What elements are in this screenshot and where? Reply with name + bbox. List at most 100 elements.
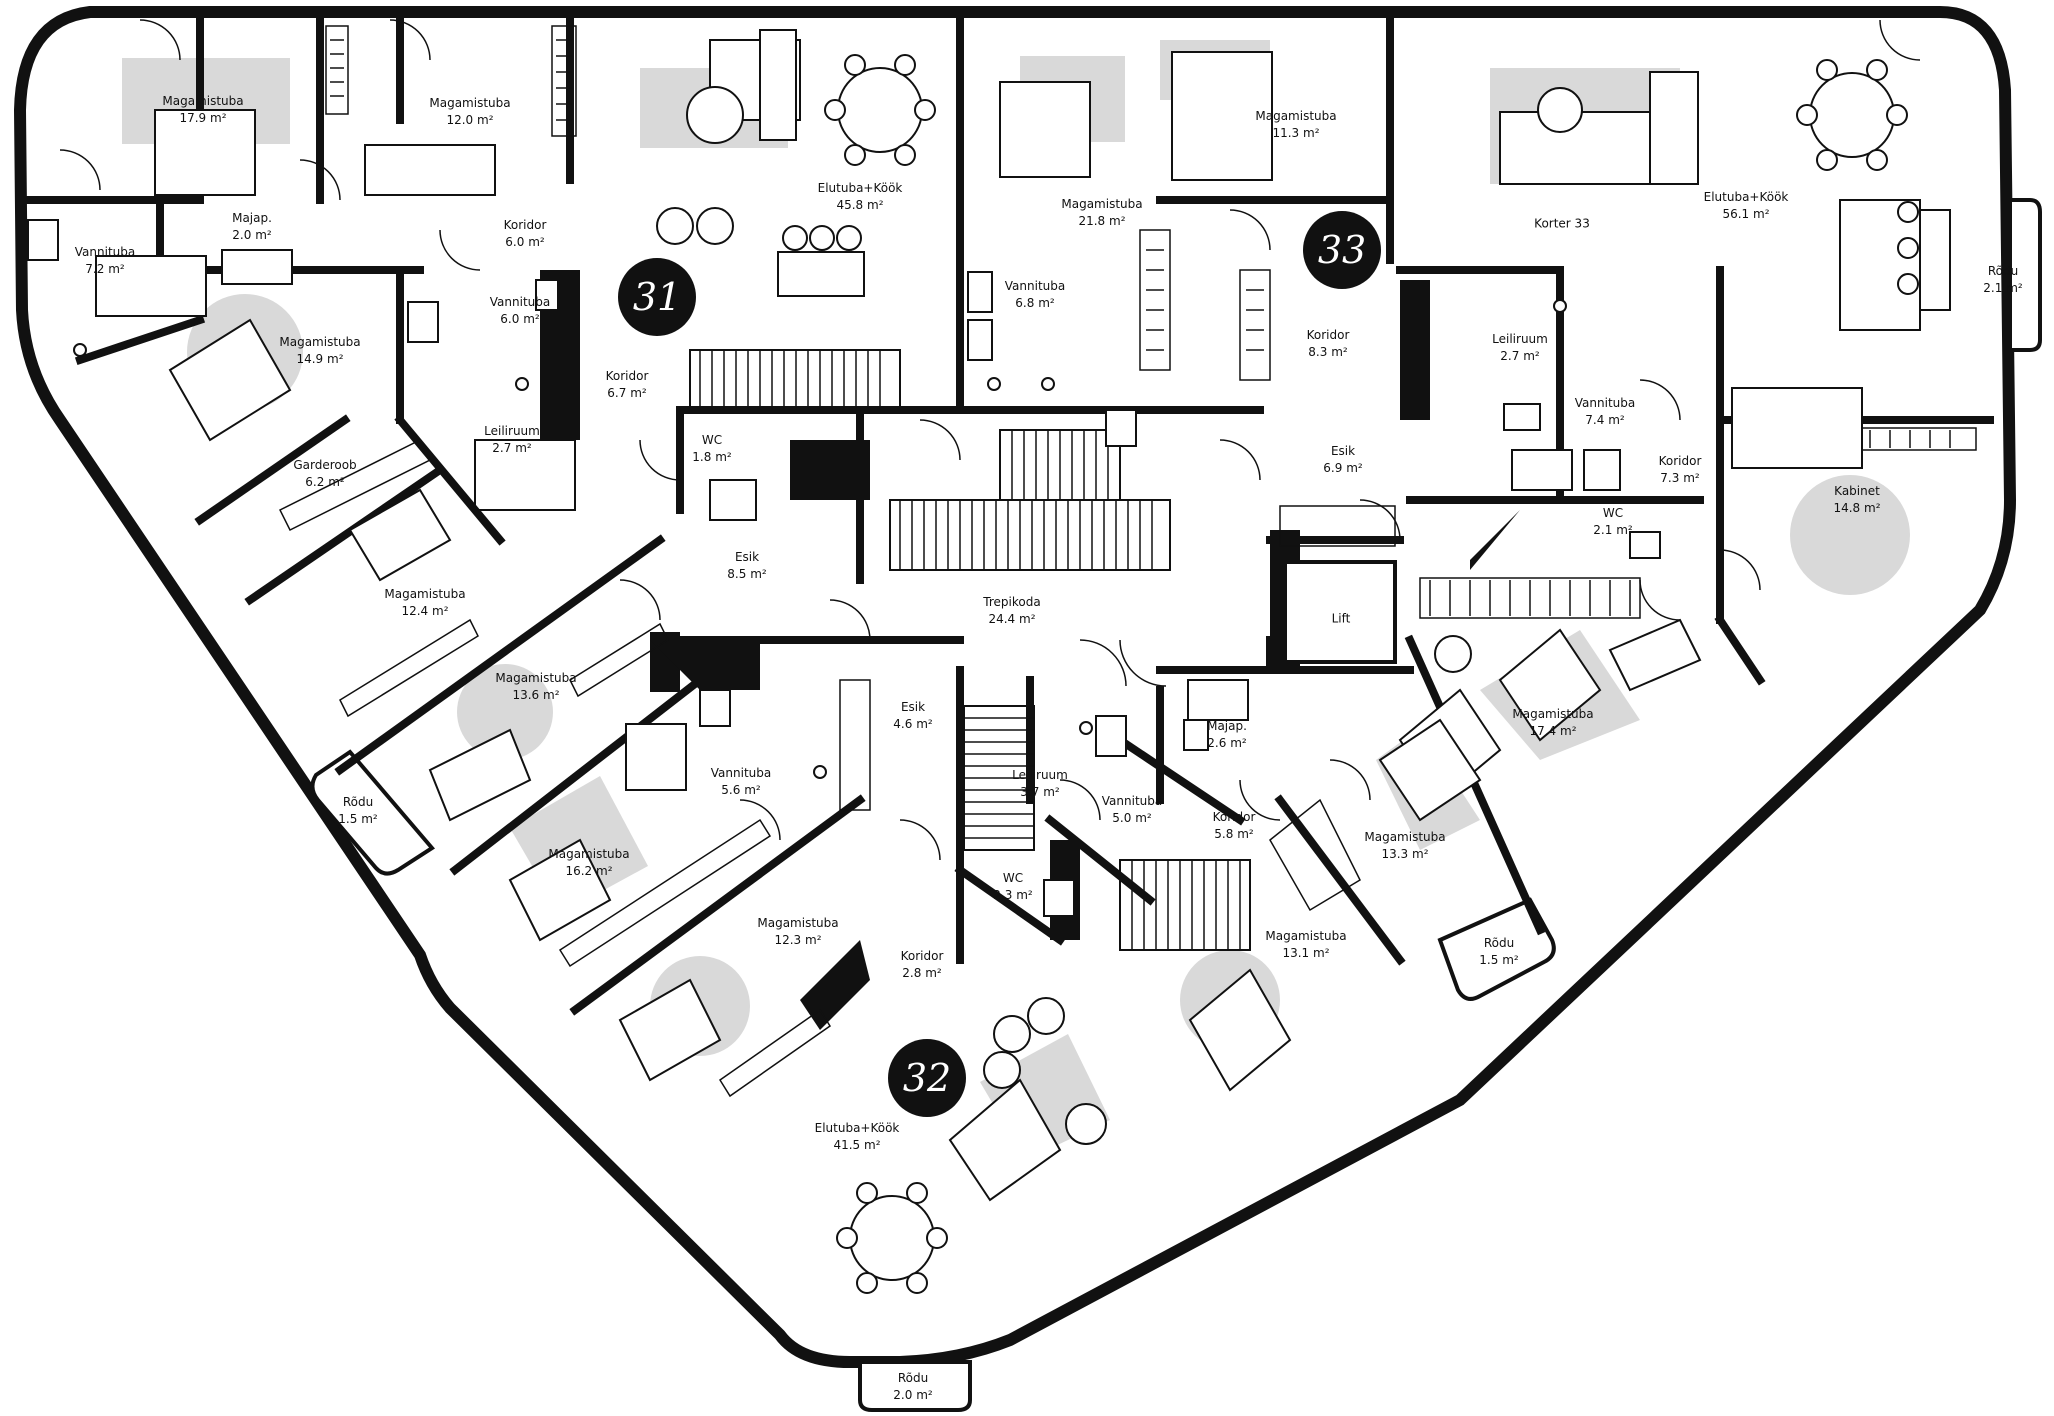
room-name: Magamistuba: [384, 587, 466, 601]
room-area: 14.9 m²: [296, 352, 344, 366]
room-area: 13.1 m²: [1282, 946, 1330, 960]
room-area: 17.9 m²: [179, 111, 227, 125]
room-name: Leiliruum: [1012, 768, 1068, 782]
room-area: 24.4 m²: [988, 612, 1036, 626]
room-area: 2.0 m²: [232, 228, 272, 242]
room-name: Magamistuba: [1364, 830, 1446, 844]
room-name: Kabinet: [1834, 484, 1880, 498]
room-name: Rõdu: [1483, 936, 1515, 950]
room-name: Elutuba+Köök: [817, 181, 903, 195]
room-area: 14.8 m²: [1833, 501, 1881, 515]
room-label-r32: Rõdu 1.5 m²: [1479, 935, 1518, 969]
apartment-31-badge: 31: [618, 258, 696, 336]
room-area: 13.6 m²: [512, 688, 560, 702]
room-label-r10: Leiliruum 2.7 m²: [484, 423, 540, 457]
room-area: 6.9 m²: [1323, 461, 1363, 475]
room-name: Koridor: [1212, 810, 1256, 824]
room-area: 7.4 m²: [1585, 413, 1625, 427]
room-area: 2.1 m²: [1983, 281, 2023, 295]
room-area: 6.8 m²: [1015, 296, 1055, 310]
room-area: 1.8 m²: [692, 450, 732, 464]
room-area: 8.5 m²: [727, 567, 767, 581]
room-name: Lift: [1331, 611, 1351, 626]
balconies: [310, 198, 2042, 1412]
room-name: Magamistuba: [757, 916, 839, 930]
room-name: Vannituba: [710, 766, 772, 780]
room-area: 6.2 m²: [305, 475, 345, 489]
room-area: 2.0 m²: [893, 1388, 933, 1402]
room-name: Koridor: [503, 218, 547, 232]
room-area: 2.3 m²: [993, 888, 1033, 902]
room-name: Magamistuba: [548, 847, 630, 861]
exterior-wall: [13, 6, 2017, 1368]
doors: [59, 19, 1921, 861]
room-label-r46: Lift: [1332, 611, 1351, 628]
furniture: [154, 29, 1951, 1202]
room-area: 1.5 m²: [338, 812, 378, 826]
room-label-r42: Esik 6.9 m²: [1323, 443, 1362, 477]
room-area: 2.1 m²: [1593, 523, 1633, 537]
room-name: Elutuba+Köök: [1703, 190, 1789, 204]
room-name: Magamistuba: [1512, 707, 1594, 721]
room-name: Magamistuba: [429, 96, 511, 110]
room-name: Rõdu: [1987, 264, 2019, 278]
room-label-r18: Vannituba 5.6 m²: [711, 765, 771, 799]
room-name: Esik: [900, 700, 926, 714]
room-label-r03: Elutuba+Köök 45.8 m²: [818, 180, 903, 214]
room-name: Garderoob: [293, 458, 357, 472]
room-label-r12: Garderoob 6.2 m²: [293, 457, 356, 491]
room-area: 41.5 m²: [833, 1138, 881, 1152]
room-name: Elutuba+Köök: [814, 1121, 900, 1135]
room-area: 12.0 m²: [446, 113, 494, 127]
wardrobes: [278, 25, 1977, 1098]
room-name: Koridor: [1306, 328, 1350, 342]
room-area: 12.4 m²: [401, 604, 449, 618]
room-area: 5.0 m²: [1112, 811, 1152, 825]
room-name: Majap.: [232, 211, 272, 225]
room-name: Magamistuba: [162, 94, 244, 108]
room-label-r22: Elutuba+Köök 41.5 m²: [815, 1120, 900, 1154]
room-area: 17.4 m²: [1529, 724, 1577, 738]
room-area: 45.8 m²: [836, 198, 884, 212]
room-area: 5.6 m²: [721, 783, 761, 797]
room-area: 2.7 m²: [1500, 349, 1540, 363]
room-label-r45: Kabinet 14.8 m²: [1833, 483, 1880, 517]
room-label-r38: Rõdu 2.1 m²: [1983, 263, 2022, 297]
room-area: 1.5 m²: [1479, 953, 1519, 967]
room-name: Esik: [1330, 444, 1356, 458]
room-area: 2.6 m²: [1207, 736, 1247, 750]
room-area: 21.8 m²: [1078, 214, 1126, 228]
room-area: 6.7 m²: [607, 386, 647, 400]
room-name: Leiliruum: [484, 424, 540, 438]
room-name: Vannituba: [489, 295, 551, 309]
apartment-33-badge: 33: [1303, 211, 1381, 289]
room-name: Koridor: [900, 949, 944, 963]
room-label-r36: Korter 33: [1534, 216, 1590, 233]
dining-tables: [656, 54, 1919, 1294]
room-area: 3.7 m²: [1020, 785, 1060, 799]
room-area: 2.7 m²: [492, 441, 532, 455]
room-label-r01: Magamistuba 17.9 m²: [162, 93, 243, 127]
bathroom-fixtures: [27, 219, 1661, 917]
room-name: Esik: [734, 550, 760, 564]
room-label-r28: Majap.2.6 m²: [1207, 718, 1247, 752]
